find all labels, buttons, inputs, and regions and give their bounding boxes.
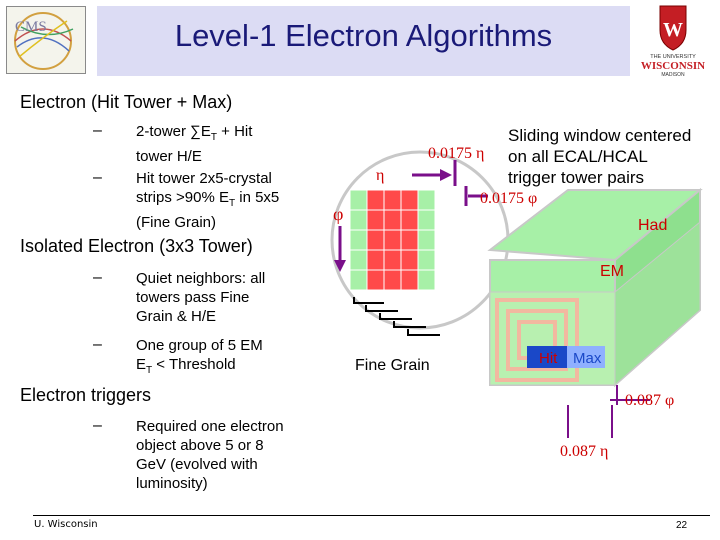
section-heading-isolated-electron: Isolated Electron (3x3 Tower)	[20, 236, 253, 256]
svg-text:MADISON: MADISON	[661, 72, 685, 78]
bullet-text: One group of 5 EM ET < Threshold	[136, 337, 263, 376]
footer-rule	[33, 515, 710, 516]
tower-block	[487, 187, 703, 388]
max-label: Max	[573, 350, 602, 367]
page-number: 22	[676, 520, 688, 531]
bullet-dash: –	[93, 336, 102, 353]
eta-width-label: 0.0175 η	[428, 145, 484, 162]
em-label: EM	[600, 263, 624, 280]
footer-affiliation: U. Wisconsin	[34, 519, 98, 530]
phi-arrow	[334, 186, 488, 272]
bullet-dash: –	[93, 269, 102, 286]
eta-symbol: η	[376, 167, 384, 184]
svg-text:WISCONSIN: WISCONSIN	[641, 60, 705, 72]
title-banner	[97, 6, 630, 76]
sliding-window-label: trigger tower pairs	[508, 168, 644, 187]
cms-logo: CMS	[6, 6, 86, 74]
tower-eta-label: 0.087 η	[560, 443, 608, 460]
fine-grain-label: Fine Grain	[355, 357, 430, 374]
phi-width-label: 0.0175 φ	[480, 190, 537, 207]
svg-text:W: W	[663, 19, 683, 41]
sliding-window-label: Sliding window centered	[508, 126, 691, 145]
sliding-window-label: on all ECAL/HCAL	[508, 147, 648, 166]
section-heading-electron-triggers: Electron triggers	[20, 385, 152, 405]
svg-text:THE UNIVERSITY: THE UNIVERSITY	[650, 54, 696, 60]
fine-grain-brackets	[353, 297, 440, 336]
uw-logo: W THE UNIVERSITY WISCONSIN MADISON	[628, 2, 718, 78]
bullet-text: Quiet neighbors: all towers pass Fine Gr…	[136, 270, 266, 325]
cms-logo-text: CMS	[15, 19, 47, 35]
had-label: Had	[638, 217, 667, 234]
bullet-text: Hit tower 2x5-crystal strips >90% ET in …	[136, 170, 280, 231]
bullet-text: Required one electron object above 5 or …	[136, 418, 284, 492]
slide-title: Level-1 Electron Algorithms	[174, 18, 553, 53]
eta-arrow	[412, 160, 457, 186]
bullet-dash: –	[93, 169, 102, 186]
bullet-dash: –	[93, 122, 102, 139]
bullet-text: 2-tower ∑ET + Hit tower H/E	[136, 123, 253, 165]
section-heading-electron: Electron (Hit Tower + Max)	[20, 92, 233, 112]
hit-label: Hit	[539, 350, 558, 367]
crystal-grid	[349, 189, 436, 291]
phi-symbol: φ	[333, 204, 343, 224]
tower-phi-label: 0.087 φ	[625, 392, 674, 409]
bullet-dash: –	[93, 417, 102, 434]
trigger-tower-diagram: Sliding window centered on all ECAL/HCAL…	[330, 126, 703, 460]
